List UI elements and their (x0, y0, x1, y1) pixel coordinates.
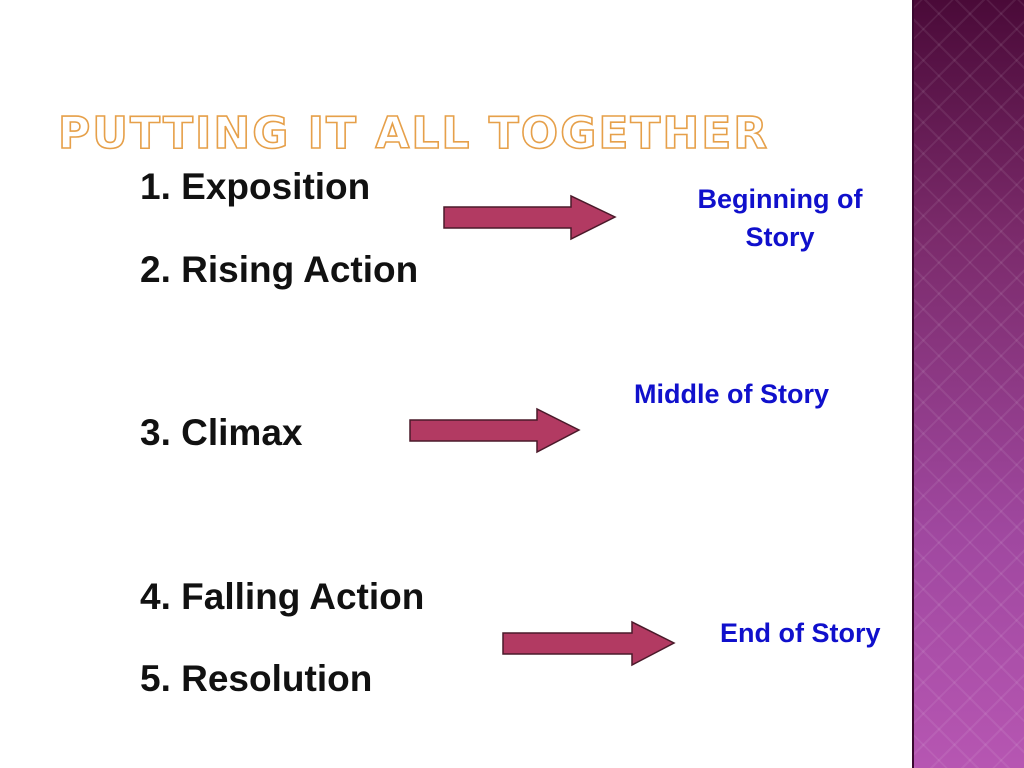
item-climax: 3. Climax (140, 412, 303, 453)
label-beginning-line-1: Beginning of (697, 184, 863, 214)
item-rising-action: 2. Rising Action (140, 249, 419, 290)
label-end-of-story: End of Story (720, 618, 881, 648)
item-resolution: 5. Resolution (140, 658, 373, 699)
right-arrow-icon (502, 620, 676, 667)
item-falling-action: 4. Falling Action (140, 576, 425, 617)
right-arrow-icon (409, 407, 581, 454)
decorative-side-band (912, 0, 1024, 768)
item-exposition: 1. Exposition (140, 166, 371, 207)
label-middle-of-story: Middle of Story (634, 379, 829, 409)
label-beginning-of-story: Beginning of Story (670, 180, 890, 256)
right-arrow-icon (443, 194, 617, 241)
slide-title: PUTTING IT ALL TOGETHER (57, 107, 770, 160)
label-beginning-line-2: Story (745, 222, 815, 252)
